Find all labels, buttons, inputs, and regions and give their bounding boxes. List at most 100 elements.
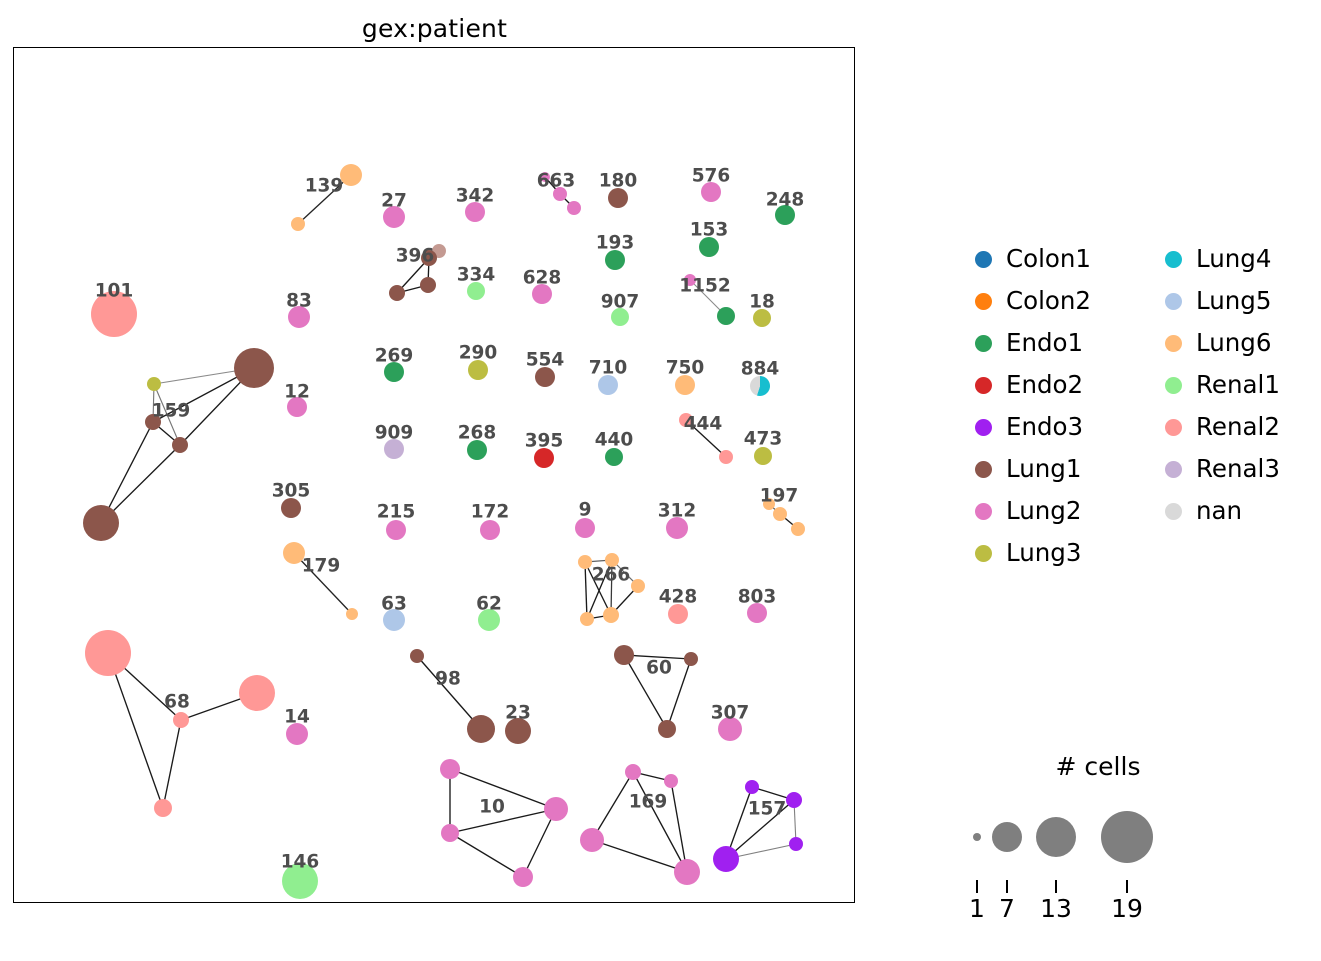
graph-node[interactable] [786,792,802,808]
legend-item-nan[interactable]: nan [1165,490,1280,532]
graph-node[interactable] [505,718,531,744]
graph-node[interactable] [535,367,555,387]
graph-node[interactable] [420,277,436,293]
graph-node[interactable] [611,308,629,326]
graph-node[interactable] [172,437,188,453]
graph-node[interactable] [608,188,628,208]
legend-item-colon1[interactable]: Colon1 [975,238,1091,280]
graph-node[interactable] [239,675,275,711]
graph-node[interactable] [384,362,404,382]
graph-node[interactable] [605,250,625,270]
graph-node[interactable] [467,715,495,743]
graph-node-pie[interactable] [750,375,771,396]
graph-node[interactable] [478,609,500,631]
graph-node[interactable] [701,182,721,202]
graph-node[interactable] [383,206,405,228]
graph-node[interactable] [234,348,274,388]
graph-node[interactable] [753,309,771,327]
graph-node[interactable] [291,217,305,231]
graph-node[interactable] [544,797,568,821]
graph-node[interactable] [145,414,161,430]
graph-node[interactable] [386,520,406,540]
graph-node[interactable] [540,172,550,182]
graph-node[interactable] [614,645,634,665]
legend-item-endo1[interactable]: Endo1 [975,322,1091,364]
graph-node[interactable] [773,507,787,521]
graph-node[interactable] [747,603,767,623]
graph-node[interactable] [513,867,533,887]
legend-item-lung6[interactable]: Lung6 [1165,322,1280,364]
graph-node[interactable] [384,439,404,459]
graph-node[interactable] [283,542,305,564]
graph-node[interactable] [684,652,698,666]
graph-node[interactable] [580,828,604,852]
graph-node[interactable] [287,397,307,417]
graph-node[interactable] [288,306,310,328]
graph-node[interactable] [775,205,795,225]
graph-node[interactable] [421,250,437,266]
graph-node[interactable] [684,274,696,286]
graph-node[interactable] [789,837,803,851]
graph-node[interactable] [282,863,318,899]
legend-item-renal3[interactable]: Renal3 [1165,448,1280,490]
graph-node[interactable] [625,764,641,780]
graph-node[interactable] [154,799,172,817]
graph-node[interactable] [440,759,460,779]
graph-node[interactable] [441,824,459,842]
graph-node[interactable] [567,201,581,215]
legend-item-lung4[interactable]: Lung4 [1165,238,1280,280]
graph-node[interactable] [346,608,358,620]
graph-node[interactable] [679,413,693,427]
graph-node[interactable] [605,553,619,567]
graph-node[interactable] [666,517,688,539]
legend-item-lung3[interactable]: Lung3 [975,532,1091,574]
legend-item-colon2[interactable]: Colon2 [975,280,1091,322]
graph-node[interactable] [754,447,772,465]
legend-item-endo2[interactable]: Endo2 [975,364,1091,406]
graph-node[interactable] [605,448,623,466]
graph-node[interactable] [631,579,645,593]
graph-node[interactable] [675,375,695,395]
graph-node[interactable] [719,450,733,464]
graph-node[interactable] [658,720,676,738]
graph-node[interactable] [383,609,405,631]
graph-node[interactable] [674,859,700,885]
graph-node[interactable] [578,555,592,569]
graph-node[interactable] [468,360,488,380]
legend-item-renal1[interactable]: Renal1 [1165,364,1280,406]
graph-node[interactable] [532,284,552,304]
graph-node[interactable] [718,717,742,741]
legend-item-lung5[interactable]: Lung5 [1165,280,1280,322]
graph-node[interactable] [699,237,719,257]
graph-node[interactable] [286,723,308,745]
graph-node[interactable] [467,282,485,300]
graph-node[interactable] [575,518,595,538]
graph-node[interactable] [85,630,131,676]
graph-node[interactable] [480,520,500,540]
graph-node[interactable] [173,712,189,728]
graph-node[interactable] [147,377,161,391]
legend-item-lung2[interactable]: Lung2 [975,490,1091,532]
graph-node[interactable] [534,448,554,468]
graph-node[interactable] [717,307,735,325]
graph-node[interactable] [603,607,619,623]
graph-node[interactable] [553,187,567,201]
legend-item-lung1[interactable]: Lung1 [975,448,1091,490]
legend-item-renal2[interactable]: Renal2 [1165,406,1280,448]
graph-node[interactable] [467,440,487,460]
graph-node[interactable] [713,846,739,872]
graph-node[interactable] [668,604,688,624]
graph-node[interactable] [745,780,759,794]
graph-node[interactable] [83,505,119,541]
graph-node[interactable] [598,375,618,395]
graph-node[interactable] [340,164,362,186]
graph-node[interactable] [91,291,137,337]
graph-node[interactable] [410,649,424,663]
graph-node[interactable] [465,202,485,222]
graph-node[interactable] [580,612,594,626]
graph-node[interactable] [664,774,678,788]
graph-node[interactable] [763,498,775,510]
graph-node[interactable] [389,285,405,301]
legend-item-endo3[interactable]: Endo3 [975,406,1091,448]
graph-node[interactable] [281,498,301,518]
